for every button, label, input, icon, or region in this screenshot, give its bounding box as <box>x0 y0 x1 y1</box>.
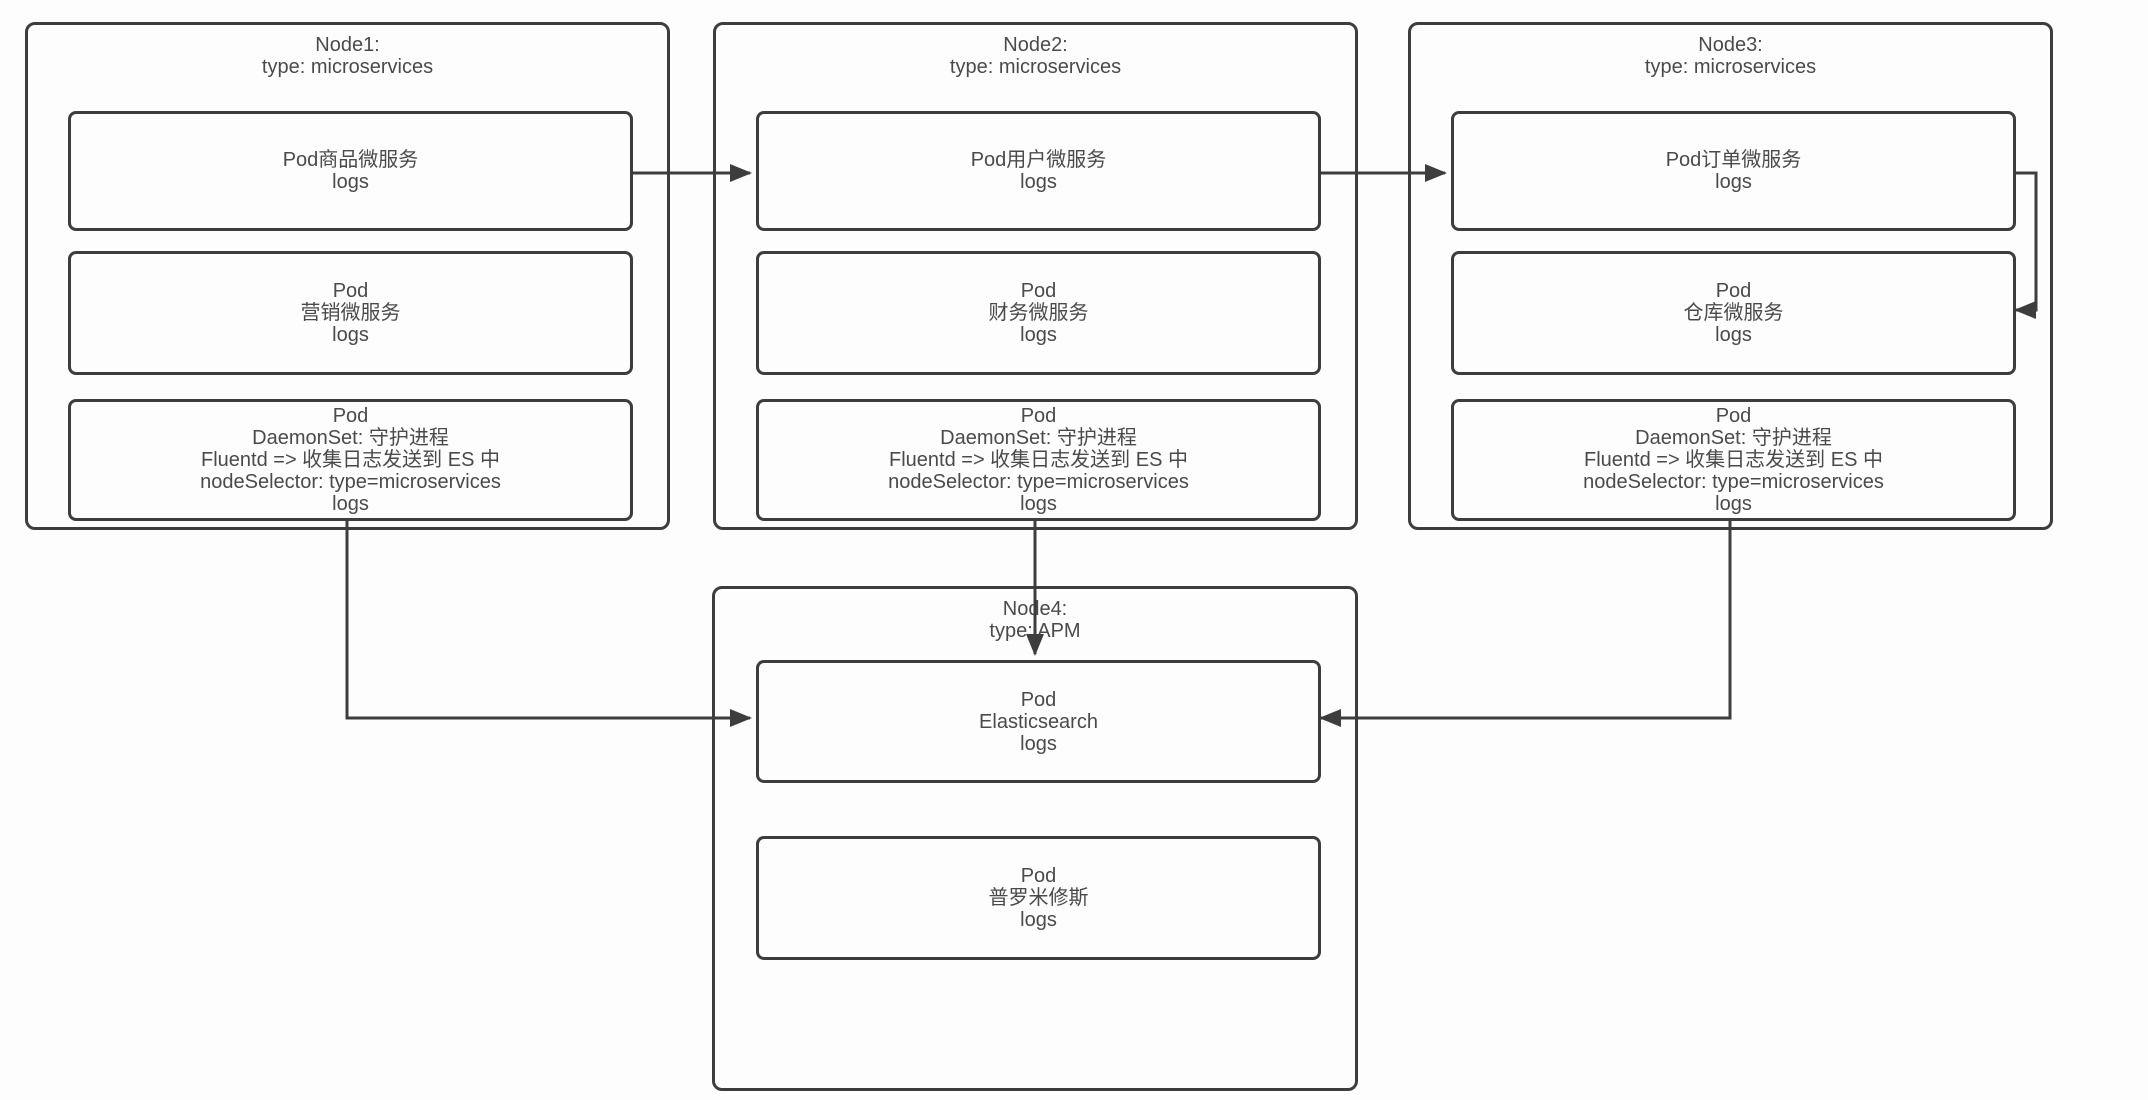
pod-label-line: DaemonSet: 守护进程 <box>252 427 449 449</box>
pod-label-line: Fluentd => 收集日志发送到 ES 中 <box>889 449 1188 471</box>
pod-label-line: Pod <box>332 405 369 427</box>
pod-label-line: logs <box>1020 171 1057 193</box>
pod-label-line: logs <box>1020 324 1057 346</box>
pod-label-line: logs <box>1715 493 1752 515</box>
node4-title-line: Node4: <box>1002 598 1068 620</box>
node2-title-line: Node2: <box>1003 34 1068 56</box>
pod-label-line: logs <box>332 171 369 193</box>
pod-label-line: logs <box>1715 171 1752 193</box>
node1-title-line: type: microservices <box>261 56 434 78</box>
pod-label-line: 财务微服务 <box>988 302 1089 324</box>
pod-label-line: logs <box>1715 324 1752 346</box>
pod-label-line: nodeSelector: type=microservices <box>888 471 1189 493</box>
pod-label-line: Fluentd => 收集日志发送到 ES 中 <box>1584 449 1883 471</box>
node2-title: Node2:type: microservices <box>716 34 1355 78</box>
node1-title-line: Node1: <box>315 34 380 56</box>
pod-label-line: logs <box>332 324 369 346</box>
node1-title: Node1:type: microservices <box>28 34 667 78</box>
node3-title: Node3:type: microservices <box>1411 34 2050 78</box>
pod-label-line: Pod用户微服务 <box>970 149 1107 171</box>
pod-label-line: DaemonSet: 守护进程 <box>1635 427 1832 449</box>
node2-title-line: type: microservices <box>949 56 1122 78</box>
pod-label-line: logs <box>1020 732 1057 755</box>
pod-label-line: logs <box>1020 909 1057 931</box>
pod-label-line: logs <box>332 493 369 515</box>
pod-label-line: Pod <box>1020 405 1057 427</box>
pod-label-line: Pod商品微服务 <box>282 149 419 171</box>
pod-label-line: 营销微服务 <box>300 302 401 324</box>
pod-label-line: 普罗米修斯 <box>988 887 1089 909</box>
edge-node3-daemonset-to-elasticsearch <box>1319 518 1732 727</box>
pod-label-line: nodeSelector: type=microservices <box>1583 471 1884 493</box>
pod-label-line: Pod <box>1715 405 1752 427</box>
node3-title-line: type: microservices <box>1644 56 1817 78</box>
pod-label-line: Fluentd => 收集日志发送到 ES 中 <box>201 449 500 471</box>
node4-title: Node4:type: APM <box>715 598 1355 642</box>
node4-title-line: type: APM <box>989 620 1081 642</box>
pod-label-line: Pod <box>1020 280 1057 302</box>
pod-label-line: Pod <box>1020 865 1057 887</box>
node3-title-line: Node3: <box>1698 34 1763 56</box>
pod-label-line: Pod <box>1715 280 1752 302</box>
pod-label-line: 仓库微服务 <box>1683 302 1784 324</box>
pod-label-line: DaemonSet: 守护进程 <box>940 427 1137 449</box>
pod-label-line: Elasticsearch <box>979 710 1098 733</box>
pod-label-line: logs <box>1020 493 1057 515</box>
pod-label-line: Pod订单微服务 <box>1665 149 1802 171</box>
pod-label-line: nodeSelector: type=microservices <box>200 471 501 493</box>
pod-label-line: Pod <box>332 280 369 302</box>
pod-label-line: Pod <box>1020 688 1057 711</box>
edge-node1-daemonset-to-elasticsearch <box>345 518 752 727</box>
